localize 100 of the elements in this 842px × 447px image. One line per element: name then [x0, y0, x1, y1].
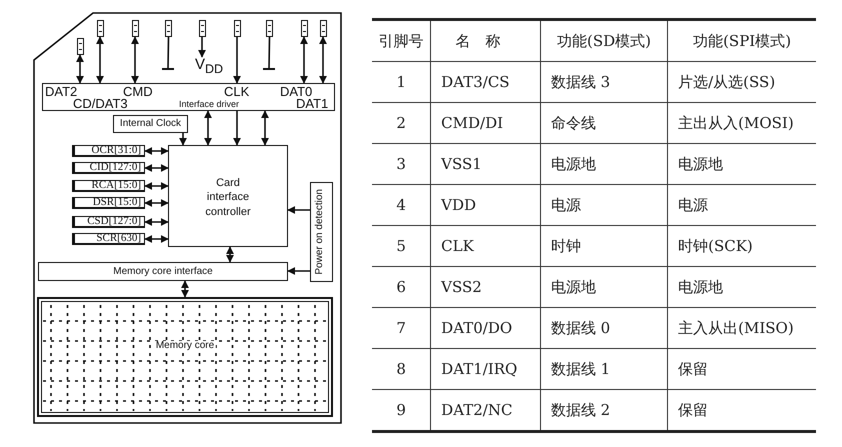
arrow: [287, 206, 310, 214]
block-title: Power on detection: [315, 189, 325, 275]
supply-label: V$_{DD}$: [195, 57, 224, 76]
signal-name: DAT0: [280, 85, 312, 98]
pin-contact: [301, 20, 308, 37]
arrow: [233, 37, 241, 84]
table-cell: 6: [372, 266, 431, 308]
register-name: OCR[31:0]: [92, 145, 141, 156]
pin-contact: [132, 20, 139, 37]
arrow: [287, 267, 310, 275]
arrow: [144, 182, 169, 190]
table-cell: 8: [372, 348, 431, 390]
table-cell: DAT1/IRQ: [430, 348, 540, 390]
signal-name: DAT2: [45, 85, 78, 98]
arrow: [204, 110, 212, 146]
table-cell: 数据线 3: [540, 62, 668, 102]
pin-contact: [266, 20, 273, 37]
table-cell: DAT3/CS: [430, 62, 540, 102]
register-block: [72, 180, 145, 192]
table-cell: 主出从入(MOSI): [668, 102, 816, 144]
arrow: [144, 199, 169, 207]
register-block: [72, 145, 145, 157]
register-name: CID[127:0]: [90, 162, 141, 173]
pin-contact: [97, 20, 104, 37]
arrow: [300, 36, 308, 84]
connector-line: [268, 36, 270, 70]
arrow: [226, 246, 234, 263]
pin-contact: [77, 38, 84, 55]
table-cell: 电源地: [540, 266, 668, 308]
signal-name: DAT1: [296, 97, 328, 110]
register-block: [72, 233, 145, 245]
interface-driver-block: [42, 83, 335, 111]
arrow: [76, 54, 84, 84]
column-header: 引脚号: [372, 20, 431, 62]
internal-clock-block: [113, 115, 188, 133]
table-cell: 4: [372, 184, 431, 226]
power-detection-block: [310, 182, 333, 282]
table-cell: 电源地: [540, 144, 668, 184]
arrow: [233, 111, 241, 146]
signal-name: CD/DAT3: [73, 97, 128, 110]
table-cell: 主入从出(MISO): [668, 308, 816, 348]
table-cell: VDD: [430, 184, 540, 226]
table-cell: 电源地: [668, 266, 816, 308]
table-cell: VSS2: [430, 266, 540, 308]
arrow: [179, 133, 187, 146]
table-cell: 7: [372, 308, 431, 348]
signal-name: CLK: [224, 85, 250, 98]
controller-block: [168, 145, 288, 247]
arrow: [144, 164, 169, 172]
table-cell: VSS1: [430, 144, 540, 184]
block-title: Interface driver: [179, 100, 240, 109]
register-block: [72, 162, 145, 174]
table-cell: 数据线 2: [540, 390, 668, 432]
arrow: [144, 218, 169, 226]
pin-contact: [234, 20, 241, 37]
table-cell: 电源: [540, 184, 668, 226]
memory-interface-block: [38, 262, 288, 281]
register-name: RCA[15:0]: [92, 180, 141, 191]
table-cell: CLK: [430, 226, 540, 266]
table-cell: 电源地: [668, 144, 816, 184]
table-cell: 2: [372, 102, 431, 144]
arrow: [261, 110, 269, 146]
arrow: [198, 37, 206, 58]
table-cell: 3: [372, 144, 431, 184]
column-header: 名称: [430, 20, 540, 62]
block-title: Card interface controller: [204, 176, 252, 219]
register-name: CSD[127:0]: [87, 216, 141, 227]
arrow: [144, 147, 169, 155]
pin-contact: [165, 20, 172, 37]
block-title: Memory core: [154, 341, 216, 351]
arrow: [181, 280, 189, 298]
table-cell: 数据线 1: [540, 348, 668, 390]
arrow: [96, 36, 104, 84]
table-cell: CMD/DI: [430, 102, 540, 144]
table-cell: 保留: [668, 390, 816, 432]
register-name: SCR[630]: [96, 233, 141, 244]
signal-name: CMD: [123, 85, 153, 98]
table-cell: 保留: [668, 348, 816, 390]
column-header: 功能(SPI模式): [668, 20, 816, 62]
table-cell: 1: [372, 62, 431, 102]
block-title: Internal Clock: [118, 119, 182, 129]
table-cell: 时钟(SCK): [668, 226, 816, 266]
register-block: [72, 197, 145, 209]
table-cell: 5: [372, 226, 431, 266]
table-cell: 时钟: [540, 226, 668, 266]
connector-line: [167, 36, 170, 70]
table-cell: 9: [372, 390, 431, 432]
table-cell: 数据线 0: [540, 308, 668, 348]
block-title: Memory core interface: [112, 266, 214, 276]
register-name: DSR[15:0]: [92, 197, 141, 208]
column-header: 功能(SD模式): [540, 20, 668, 62]
table-cell: DAT0/DO: [430, 308, 540, 348]
arrow: [144, 235, 169, 243]
table-cell: DAT2/NC: [430, 390, 540, 432]
pin-contact: [320, 20, 327, 37]
pin-contact: [199, 20, 206, 37]
register-block: [72, 216, 145, 228]
table-cell: 片选/从选(SS): [668, 62, 816, 102]
table-cell: 命令线: [540, 102, 668, 144]
arrow: [131, 36, 139, 84]
